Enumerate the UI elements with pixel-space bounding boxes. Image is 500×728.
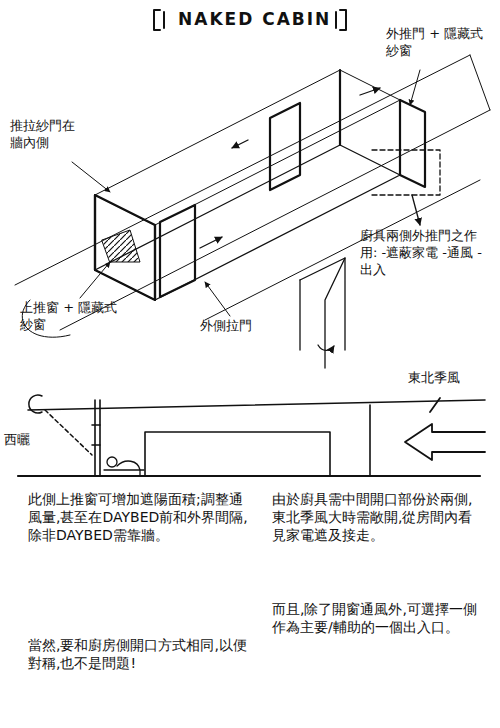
cabin-volume bbox=[95, 70, 440, 300]
design-note: 而且,除了開窗通風外,可選擇一側作為主要/輔助的一個出入口。 bbox=[272, 600, 486, 636]
callout-label: 上推窗 + 隱藏式紗窗 bbox=[20, 300, 120, 334]
callout-label: 推拉紗門在牆內側 bbox=[10, 118, 82, 152]
title-brackets bbox=[154, 10, 346, 30]
design-note: 由於廚具需中間開口部份於兩側,東北季風大時需敞開,從房間內看見家電遮及接走。 bbox=[272, 490, 486, 545]
wind-arrow bbox=[405, 398, 485, 460]
sun-symbol bbox=[29, 395, 92, 455]
leader-lines bbox=[72, 70, 420, 316]
section-drawing bbox=[18, 400, 485, 476]
title: NAKED CABIN bbox=[178, 9, 331, 29]
person-daybed bbox=[104, 457, 144, 476]
wind-label: 東北季風 bbox=[408, 370, 493, 387]
design-note: 此側上推窗可增加遮陽面積;調整通風量,甚至在DAYBED前和外界間隔,除非DAY… bbox=[28, 490, 256, 545]
callout-label: 外側拉門 bbox=[200, 318, 280, 335]
callout-note: 廚具兩側外推門之作用: -遮蔽家電 -通風 -出入 bbox=[360, 228, 485, 279]
sun-label: 西曬 bbox=[4, 432, 44, 449]
door-detail bbox=[300, 258, 345, 368]
design-note: 當然,要和廚房側開口方式相同,以便對稱,也不是問題! bbox=[28, 636, 256, 672]
ground-plane bbox=[15, 55, 490, 337]
callout-label: 外推門 + 隱藏式紗窗 bbox=[386, 26, 496, 60]
